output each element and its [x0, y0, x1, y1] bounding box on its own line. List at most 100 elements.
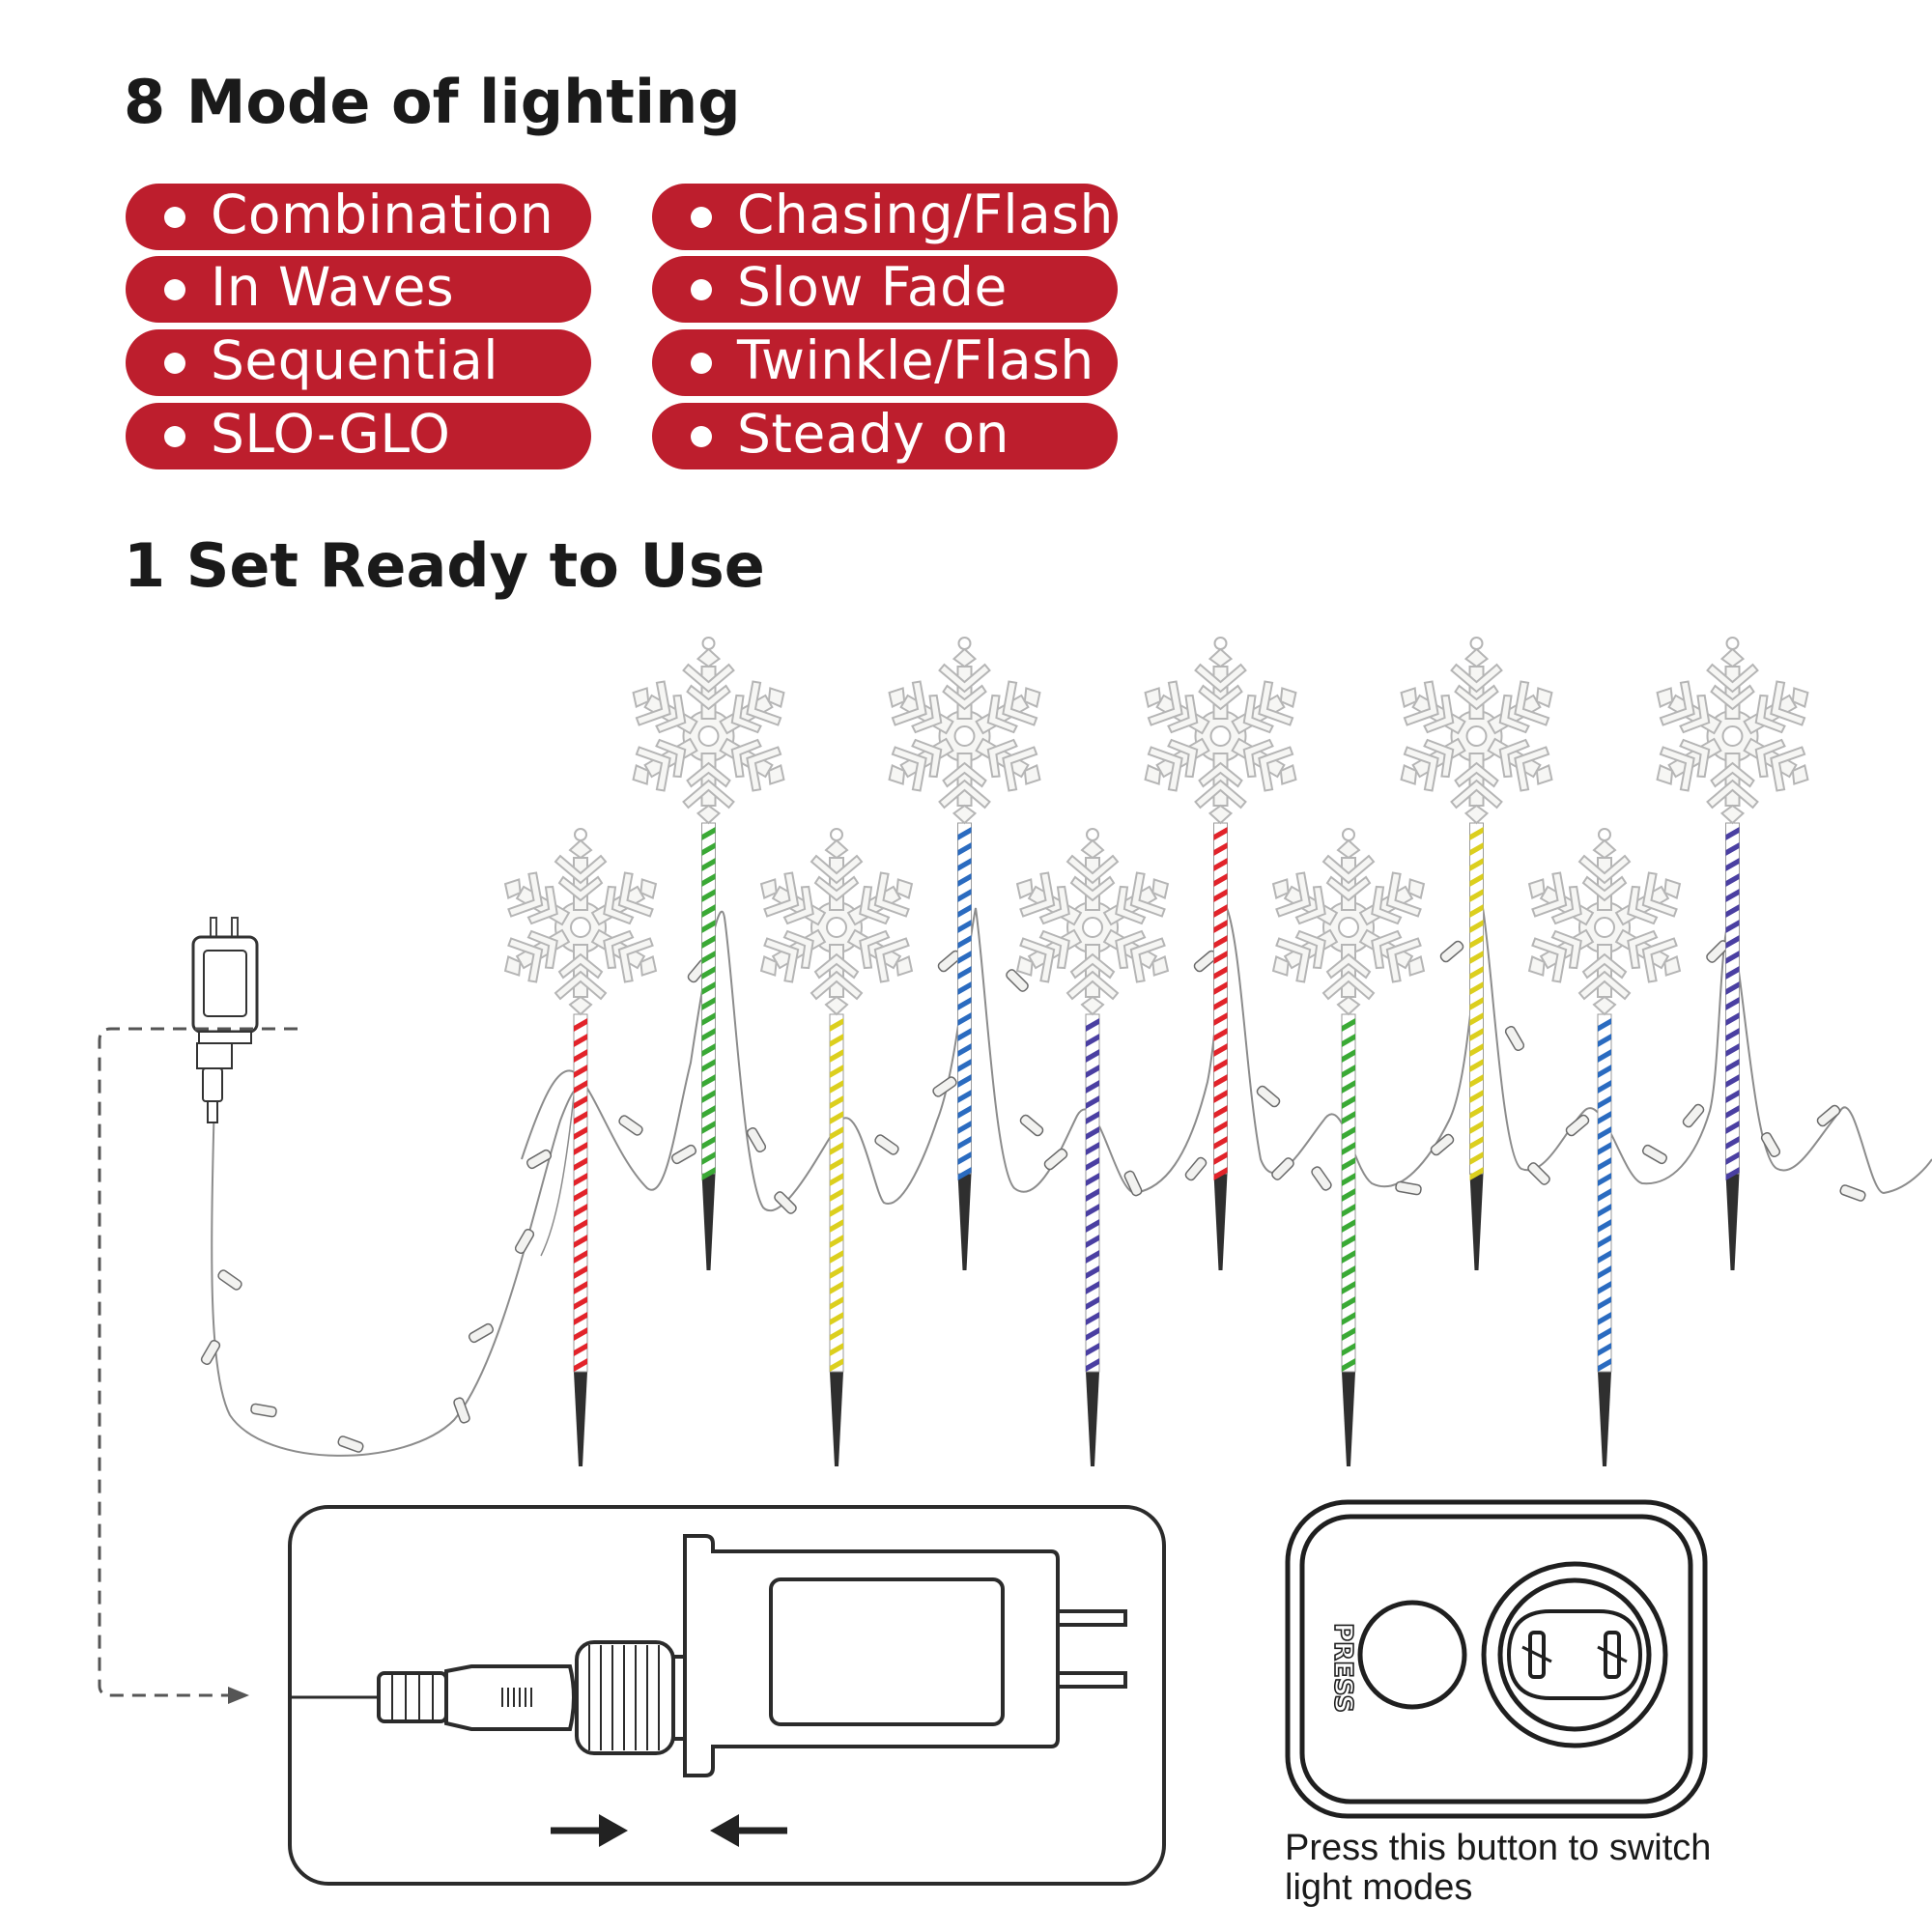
- stake-stripe: [1342, 1157, 1355, 1171]
- stake-stripe: [574, 1188, 587, 1202]
- stake-stripe: [830, 1204, 843, 1217]
- stake-spike: [574, 1372, 587, 1466]
- stake-stripe: [574, 1358, 587, 1372]
- stake-stripe: [701, 1059, 716, 1072]
- stake-stripe: [1086, 1327, 1099, 1341]
- stake-stripe: [830, 1034, 843, 1047]
- stake-stripe: [1598, 1358, 1611, 1372]
- stake-stripe: [1342, 1281, 1355, 1294]
- stake-stripe: [1725, 1043, 1740, 1057]
- stake-stripe: [1598, 1235, 1611, 1248]
- mode-label: Slow Fade: [737, 256, 1008, 318]
- stake-stripe: [957, 1043, 972, 1057]
- stake-stripe: [1598, 1188, 1611, 1202]
- stake-stripe: [1086, 1034, 1099, 1047]
- stake-stripe: [701, 920, 716, 933]
- stake-stripe: [957, 1074, 972, 1088]
- bullet-icon: [164, 352, 185, 374]
- outlet-icon: [1481, 1561, 1668, 1748]
- stake-stripe: [701, 1121, 716, 1134]
- stake-stripe: [1725, 858, 1740, 871]
- stake-stripe: [1213, 1090, 1228, 1103]
- stake-stripe: [1342, 1049, 1355, 1063]
- stake-stripe: [1598, 1157, 1611, 1171]
- stake-stripe: [830, 1111, 843, 1124]
- stake-stripe: [1213, 904, 1228, 918]
- stake-stripe: [1725, 920, 1740, 933]
- stake-stripe: [830, 1157, 843, 1171]
- stake-stripe: [1725, 1059, 1740, 1072]
- stake-light: [493, 829, 668, 1466]
- stake-stripe: [830, 1281, 843, 1294]
- stake-stripe: [1213, 1059, 1228, 1072]
- stake-light: [877, 638, 1053, 1270]
- power-adapter-icon: [290, 1534, 1127, 1777]
- controller-caption: Press this button to switch light modes: [1285, 1829, 1787, 1908]
- light-string-wire: [211, 1085, 590, 1457]
- stake-stripe: [1725, 981, 1740, 995]
- stake-stripe: [1469, 858, 1484, 871]
- bulbs: [200, 940, 1866, 1453]
- stake-stripe: [957, 1151, 972, 1165]
- stake-stripe: [1342, 1296, 1355, 1310]
- press-button-icon: [1357, 1600, 1467, 1710]
- stake-stripe: [1725, 904, 1740, 918]
- stake-stripe: [1469, 1028, 1484, 1041]
- stake-stripe: [1598, 1265, 1611, 1279]
- stake-stripe: [1342, 1126, 1355, 1140]
- stake-light: [1645, 638, 1821, 1270]
- stake-stripe: [830, 1265, 843, 1279]
- stake-stripe: [1213, 920, 1228, 933]
- stake-stripe: [1213, 997, 1228, 1010]
- stake-spike: [1213, 1174, 1228, 1270]
- stake-stripe: [1469, 1074, 1484, 1088]
- stake-stripe: [957, 997, 972, 1010]
- snowflake-icon: [1517, 829, 1692, 1014]
- stake-stripe: [957, 842, 972, 856]
- stake-stripe: [830, 1188, 843, 1202]
- stake-stripe: [1342, 1018, 1355, 1032]
- stake-stripe: [1469, 920, 1484, 933]
- stake-stripe: [1598, 1296, 1611, 1310]
- stake-stripe: [574, 1142, 587, 1155]
- stake-stripe: [574, 1095, 587, 1109]
- snowflake-icon: [1389, 638, 1565, 823]
- mode-label: SLO-GLO: [211, 403, 451, 465]
- stake-stripe: [957, 920, 972, 933]
- stake-stripe: [1725, 1090, 1740, 1103]
- stake-stripe: [701, 842, 716, 856]
- stake-stripe: [574, 1049, 587, 1063]
- stake-stripe: [1086, 1250, 1099, 1264]
- stake-stripe: [1342, 1204, 1355, 1217]
- stake-stripe: [1469, 951, 1484, 964]
- stake-stripe: [701, 935, 716, 949]
- stake-light: [1261, 829, 1436, 1466]
- stake-stripe: [830, 1358, 843, 1372]
- stake-stripe: [1469, 1121, 1484, 1134]
- stake-stripe: [1725, 966, 1740, 980]
- stake-stripe: [957, 951, 972, 964]
- stake-stripe: [1598, 1065, 1611, 1078]
- snowflake-icon: [1005, 829, 1180, 1014]
- stake-stripe: [1469, 1151, 1484, 1165]
- stake-stripe: [957, 935, 972, 949]
- stake-stripe: [1342, 1250, 1355, 1264]
- stake-stripe: [574, 1126, 587, 1140]
- stake-stripe: [1598, 1173, 1611, 1186]
- stake-stripe: [1469, 1167, 1484, 1180]
- stake-stripe: [1598, 1034, 1611, 1047]
- stake-stripe: [1598, 1250, 1611, 1264]
- stake-stripe: [1725, 873, 1740, 887]
- stake-stripe: [830, 1049, 843, 1063]
- small-adapter: [191, 917, 259, 1123]
- stake-stripe: [1213, 827, 1228, 840]
- stake-stripe: [1213, 842, 1228, 856]
- stake-stripe: [1086, 1126, 1099, 1140]
- stake-stripe: [1086, 1343, 1099, 1356]
- stake-stripe: [701, 966, 716, 980]
- stake-stripe: [574, 1250, 587, 1264]
- stake-stripe: [1469, 1043, 1484, 1057]
- stake-light: [749, 829, 924, 1466]
- stake-spike: [1598, 1372, 1611, 1466]
